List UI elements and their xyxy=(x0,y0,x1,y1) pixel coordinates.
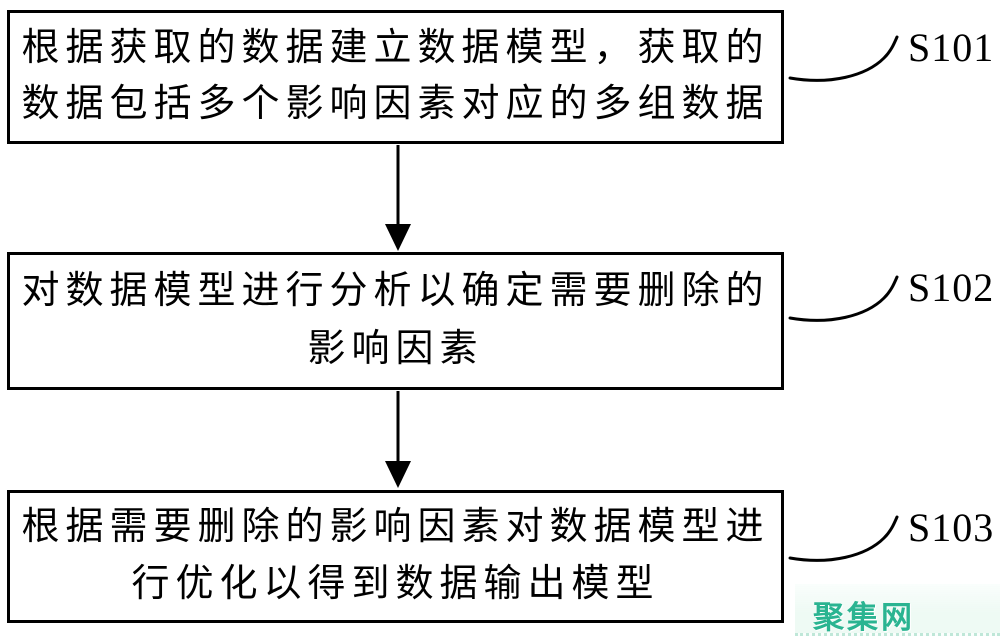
flow-arrow-1 xyxy=(385,145,411,251)
step-box-s103: 根据需要删除的影响因素对数据模型进 行优化以得到数据输出模型 xyxy=(7,490,784,623)
watermark-badge: 聚集网 xyxy=(795,584,1000,636)
leader-line-s101 xyxy=(788,35,899,82)
step-label-s102: S102 xyxy=(908,265,995,310)
step-text-line: 根据获取的数据建立数据模型，获取的 xyxy=(21,26,770,69)
step-label-s101: S101 xyxy=(908,25,995,70)
watermark-text: 聚集网 xyxy=(813,600,915,635)
step-box-s101: 根据获取的数据建立数据模型，获取的 数据包括多个影响因素对应的多组数据 xyxy=(7,10,784,144)
step-label-s103: S103 xyxy=(908,505,995,550)
step-text-line: 根据需要删除的影响因素对数据模型进 xyxy=(21,506,770,549)
step-text-line: 数据包括多个影响因素对应的多组数据 xyxy=(21,83,770,126)
flow-arrow-2 xyxy=(385,391,411,488)
leader-line-s103 xyxy=(788,515,899,562)
step-text-line: 对数据模型进行分析以确定需要删除的 xyxy=(21,270,770,313)
step-text-line: 影响因素 xyxy=(307,328,484,371)
leader-line-s102 xyxy=(788,275,899,322)
step-text-line: 行优化以得到数据输出模型 xyxy=(131,562,660,605)
step-box-s102: 对数据模型进行分析以确定需要删除的 影响因素 xyxy=(7,252,784,390)
